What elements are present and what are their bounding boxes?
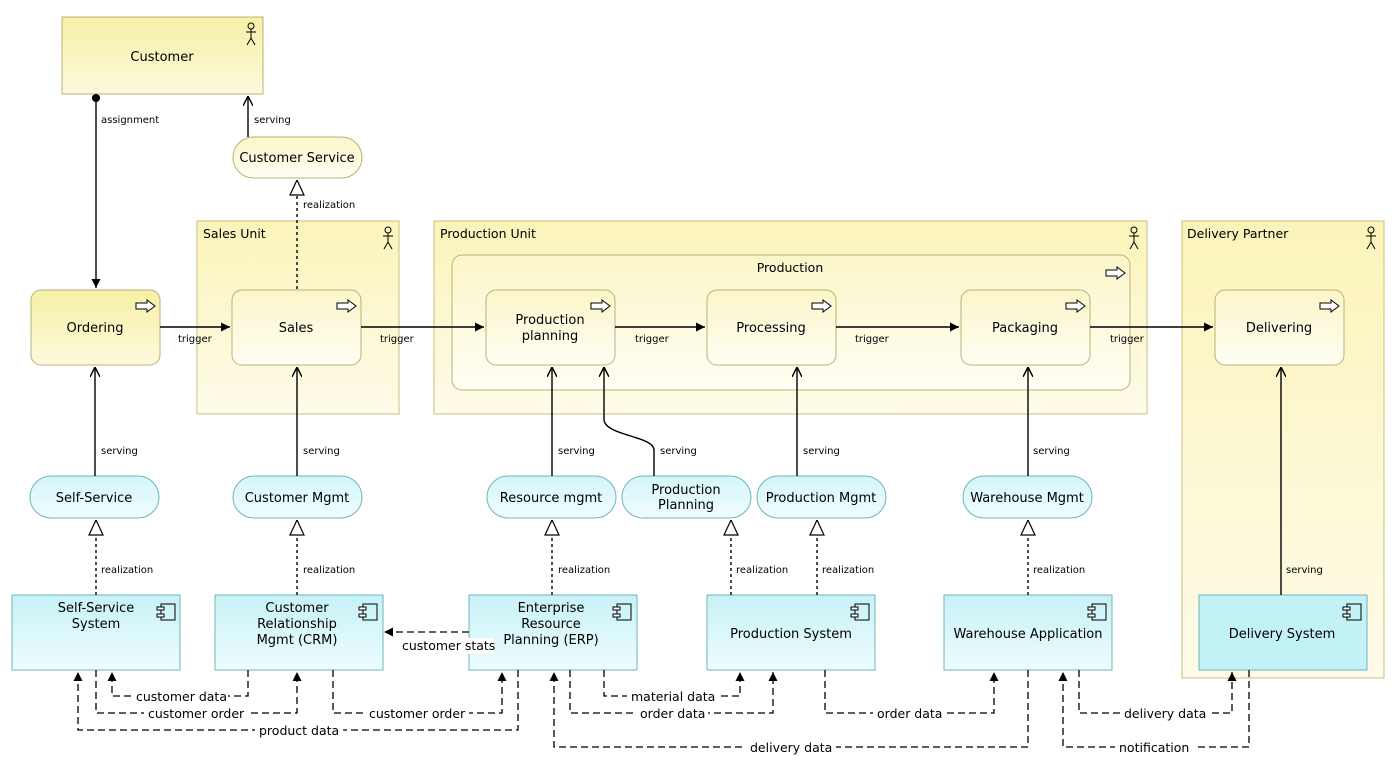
erp-label-2: Resource (521, 617, 581, 632)
edge-label: serving (1286, 565, 1323, 576)
customer-mgmt-label: Customer Mgmt (245, 491, 350, 506)
erp-component[interactable] (468, 594, 638, 671)
delivery-system-label: Delivery System (1229, 627, 1336, 642)
edge-label: serving (101, 446, 138, 457)
edge-label: realization (1033, 565, 1085, 576)
serving-edge[interactable] (604, 367, 655, 476)
edge-label: serving (303, 446, 340, 457)
production-system-label: Production System (730, 627, 852, 642)
component-icon (358, 603, 378, 621)
delivery-data-flow[interactable] (549, 670, 1029, 748)
erp-label-3: Planning (ERP) (503, 633, 598, 648)
process-arrow-icon (135, 299, 156, 313)
edge-label: assignment (101, 115, 159, 126)
edge-label: serving (660, 446, 697, 457)
edge-label: realization (303, 565, 355, 576)
customer-actor[interactable] (61, 16, 264, 95)
production-planning-svc-label-1: Production (651, 483, 720, 498)
production-system-component[interactable] (706, 594, 876, 671)
component-icon (612, 603, 632, 621)
flow-labels: customer stats customer data customer or… (132, 638, 1208, 755)
edge-label: trigger (178, 334, 213, 345)
customer-service[interactable] (232, 136, 363, 179)
edge-label: trigger (380, 334, 415, 345)
flow-label: customer order (369, 706, 466, 721)
ordering-label: Ordering (66, 321, 123, 336)
process-arrow-icon (811, 299, 832, 313)
production-planning-label-1: Production (515, 313, 584, 328)
edge-label: serving (803, 446, 840, 457)
customer-service-label: Customer Service (239, 151, 354, 166)
flow-label: notification (1119, 740, 1189, 755)
flow-label: delivery data (750, 740, 832, 755)
process-arrow-icon (336, 299, 357, 313)
flow-label: customer data (136, 689, 227, 704)
crm-label-3: Mgmt (CRM) (257, 633, 338, 648)
self-service-system-label-2: System (72, 617, 120, 632)
process-arrow-icon (1065, 299, 1086, 313)
edge-label: serving (558, 446, 595, 457)
production-planning-app-service[interactable] (621, 475, 752, 519)
flow-label: delivery data (1124, 706, 1206, 721)
actor-icon (1366, 226, 1376, 250)
production-planning-label-2: planning (522, 329, 578, 344)
erp-label-1: Enterprise (518, 601, 585, 616)
crm-label-2: Relationship (257, 617, 337, 632)
flow-label: customer stats (402, 638, 495, 653)
edge-label: realization (303, 200, 355, 211)
edge-label: realization (736, 565, 788, 576)
processing-label: Processing (736, 321, 805, 336)
actor-icon (383, 226, 393, 250)
sales-label: Sales (279, 321, 314, 336)
process-arrow-icon (1105, 266, 1126, 280)
customer-label: Customer (130, 50, 194, 65)
component-icon (850, 603, 870, 621)
delivering-process[interactable] (1214, 289, 1345, 366)
edge-label: realization (558, 565, 610, 576)
delivery-partner-label: Delivery Partner (1187, 226, 1289, 241)
flow-label: order data (877, 706, 942, 721)
resource-mgmt-label: Resource mgmt (500, 491, 602, 506)
warehouse-application-label: Warehouse Application (953, 627, 1102, 642)
production-mgmt-label: Production Mgmt (766, 491, 877, 506)
sales-unit-label: Sales Unit (203, 226, 266, 241)
delivery-system-component[interactable] (1198, 594, 1368, 671)
component-icon (1087, 603, 1107, 621)
production-planning-svc-label-2: Planning (658, 498, 714, 513)
delivering-label: Delivering (1246, 321, 1312, 336)
actor-icon (1129, 226, 1139, 250)
actor-icon (246, 22, 256, 46)
production-unit-label: Production Unit (440, 226, 536, 241)
warehouse-mgmt-label: Warehouse Mgmt (970, 491, 1084, 506)
flow-label: order data (640, 706, 705, 721)
production-label: Production (757, 260, 824, 275)
self-service-label: Self-Service (56, 491, 132, 506)
component-icon (156, 603, 176, 621)
edge-label: realization (101, 565, 153, 576)
component-icon (1342, 603, 1362, 621)
flow-label: product data (259, 723, 339, 738)
flow-label: customer order (148, 706, 245, 721)
warehouse-application-component[interactable] (943, 594, 1113, 671)
packaging-label: Packaging (992, 321, 1058, 336)
edge-label: serving (1033, 446, 1070, 457)
crm-label-1: Customer (265, 601, 329, 616)
process-arrow-icon (1319, 299, 1340, 313)
flow-label: material data (631, 689, 715, 704)
self-service-system-component[interactable] (11, 594, 181, 671)
crm-component[interactable] (214, 594, 384, 671)
self-service-system-label-1: Self-Service (58, 601, 134, 616)
process-arrow-icon (590, 299, 611, 313)
edge-label: trigger (635, 334, 670, 345)
edge-label: trigger (855, 334, 890, 345)
edge-label: trigger (1110, 334, 1145, 345)
edge-label: serving (254, 115, 291, 126)
production-mgmt-app-service[interactable] (756, 475, 887, 519)
edge-label: realization (822, 565, 874, 576)
